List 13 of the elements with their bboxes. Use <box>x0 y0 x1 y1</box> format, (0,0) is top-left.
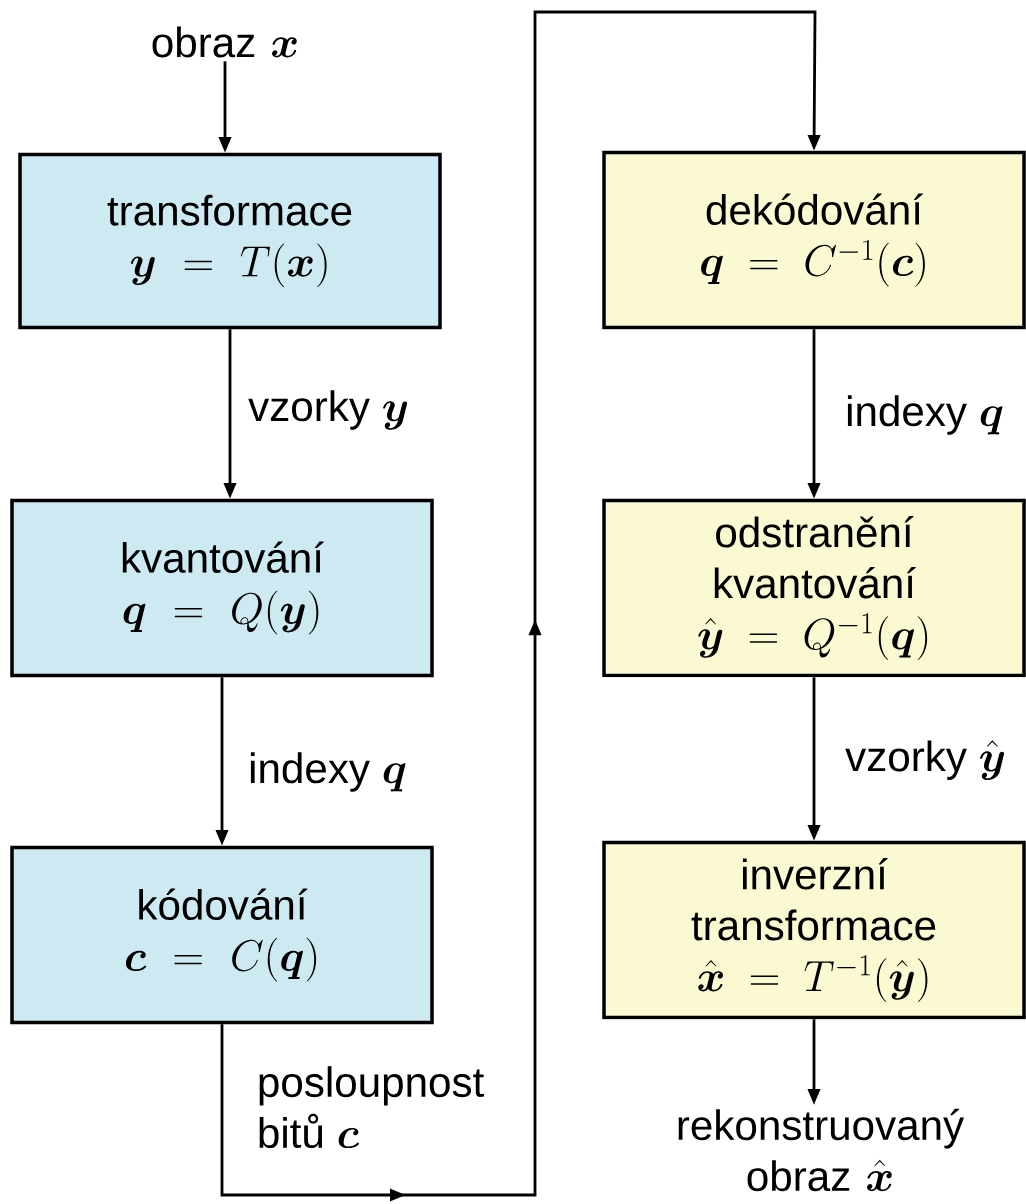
process-box: odstranění kvantování $\hat{\boldsymbol{y}} = Q^{-1}(\boldsymbol{q})$ <box>602 498 1026 678</box>
edge-label: $\text{vzorky } \hat{\boldsymbol{y}}$ <box>843 738 1008 782</box>
text-label: rekonstruovaný obraz $\hat{\boldsymbol{x}}$ <box>678 1108 965 1192</box>
process-box: kódování $\boldsymbol{c} = C(\boldsymbol{q})$ <box>10 845 434 1025</box>
edge-label: $\text{indexy } \boldsymbol{q}$ <box>246 750 409 794</box>
edge-label: $\begin{array}{l}\text{posloupnost}\\ \text{bitů } \boldsymbol{c}\end{array}$ <box>246 1059 495 1165</box>
edge-label: $\text{indexy } \boldsymbol{q}$ <box>843 393 1006 437</box>
text-label: obraz $\boldsymbol{x}$ <box>152 26 297 58</box>
process-box: dekódování $\boldsymbol{q} = C^{-1}(\boldsymbol{c})$ <box>602 150 1026 330</box>
edge-label: $\text{vzorky } \boldsymbol{y}$ <box>246 388 411 432</box>
process-box: inverzní transformace $\hat{\boldsymbol{x}} = T^{-1}(\hat{\boldsymbol{y}})$ <box>602 840 1026 1020</box>
process-box: kvantování $\boldsymbol{q} = Q(\boldsymbol{y})$ <box>10 498 434 678</box>
process-box: transformace $\boldsymbol{y} = T(\boldsymbol{x})$ <box>18 152 442 330</box>
